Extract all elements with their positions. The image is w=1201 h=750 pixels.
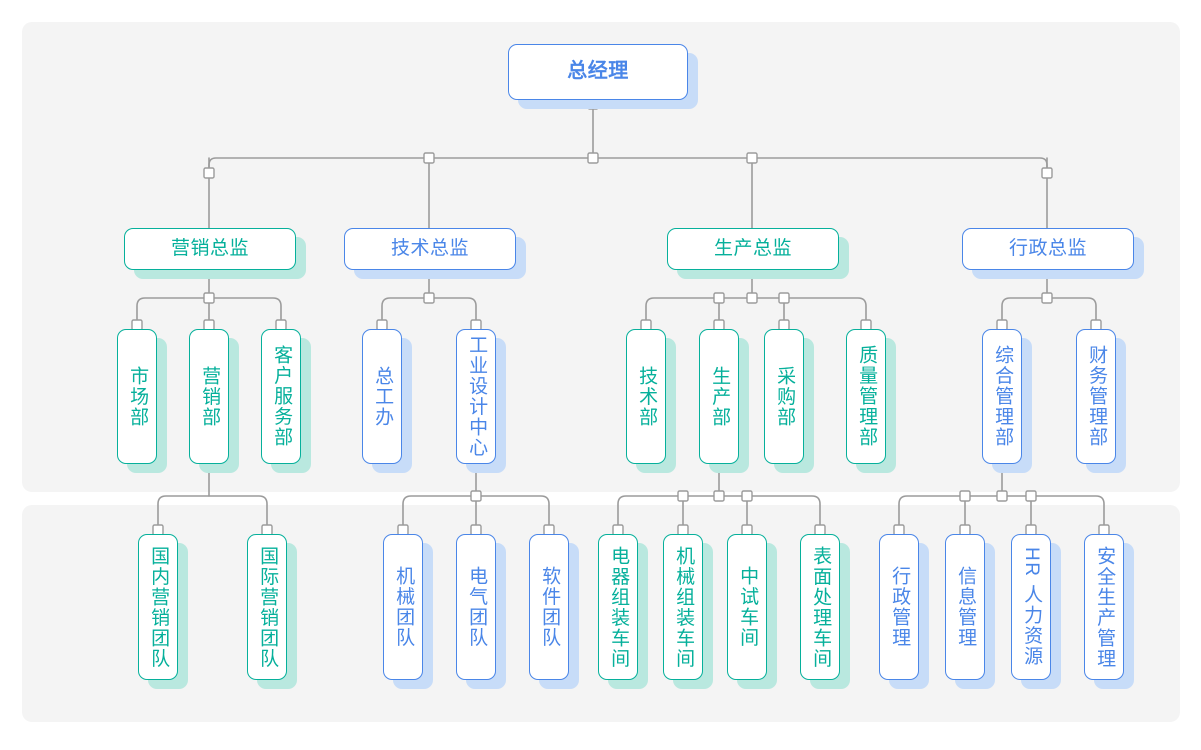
node-label: 客户服务部	[271, 345, 293, 448]
node-l2-production-director[interactable]: 生产总监	[667, 228, 839, 270]
node-label: 总经理	[567, 60, 629, 83]
node-l4-software-team[interactable]: 软件团队	[529, 534, 569, 680]
node-l3-production-dept[interactable]: 生产部	[699, 329, 739, 464]
node-label: 信息管理	[955, 566, 977, 648]
node-label: 行政总监	[1008, 237, 1087, 259]
node-label: 营销总监	[170, 237, 249, 259]
node-label: 技术总监	[390, 237, 469, 259]
node-l2-marketing-director[interactable]: 营销总监	[124, 228, 296, 270]
node-l4-human-resources[interactable]: HR 人力资源	[1011, 534, 1051, 680]
node-label: 技术部	[636, 365, 658, 428]
node-l3-quality-management-dept[interactable]: 质量管理部	[846, 329, 886, 464]
node-l3-sales-dept[interactable]: 营销部	[189, 329, 229, 464]
node-label: 工业设计中心	[466, 335, 488, 458]
node-l4-mechanical-team[interactable]: 机械团队	[383, 534, 423, 680]
node-label: 电气团队	[466, 566, 488, 648]
node-label: 采购部	[774, 365, 796, 428]
node-l4-mechanical-assembly-workshop[interactable]: 机械组装车间	[663, 534, 703, 680]
node-label: 生产总监	[713, 237, 792, 259]
node-l3-market-dept[interactable]: 市场部	[117, 329, 157, 464]
node-l4-surface-treatment-workshop[interactable]: 表面处理车间	[800, 534, 840, 680]
node-label: 行政管理	[889, 566, 911, 648]
node-l4-international-sales-team[interactable]: 国际营销团队	[247, 534, 287, 680]
node-l4-information-management[interactable]: 信息管理	[945, 534, 985, 680]
node-l3-general-management-dept[interactable]: 综合管理部	[982, 329, 1022, 464]
node-label: 国内营销团队	[148, 545, 170, 669]
node-l3-procurement-dept[interactable]: 采购部	[764, 329, 804, 464]
node-label: 国际营销团队	[257, 545, 279, 669]
node-l3-chief-engineer-office[interactable]: 总工办	[362, 329, 402, 464]
node-label: 生产部	[709, 365, 731, 428]
node-l4-domestic-sales-team[interactable]: 国内营销团队	[138, 534, 178, 680]
node-l3-finance-management-dept[interactable]: 财务管理部	[1076, 329, 1116, 464]
node-l2-technical-director[interactable]: 技术总监	[344, 228, 516, 270]
node-root-general-manager[interactable]: 总经理	[508, 44, 688, 100]
node-label: 软件团队	[539, 566, 561, 648]
node-l2-admin-director[interactable]: 行政总监	[962, 228, 1134, 270]
node-label: 综合管理部	[992, 345, 1014, 448]
node-label: 总工办	[372, 365, 394, 428]
node-label: HR 人力资源	[1021, 547, 1043, 667]
node-label: 机械团队	[393, 566, 415, 648]
node-l3-technology-dept[interactable]: 技术部	[626, 329, 666, 464]
node-l4-pilot-test-workshop[interactable]: 中试车间	[727, 534, 767, 680]
node-label: 安全生产管理	[1094, 545, 1116, 669]
node-label: 财务管理部	[1086, 345, 1108, 448]
node-l3-industrial-design-center[interactable]: 工业设计中心	[456, 329, 496, 464]
node-l4-administrative-management[interactable]: 行政管理	[879, 534, 919, 680]
node-label: 质量管理部	[856, 345, 878, 448]
node-label: 市场部	[127, 365, 149, 428]
node-label: 营销部	[199, 365, 221, 428]
node-label: 电器组装车间	[608, 545, 630, 669]
node-l4-electrical-assembly-workshop[interactable]: 电器组装车间	[598, 534, 638, 680]
node-l3-customer-service-dept[interactable]: 客户服务部	[261, 329, 301, 464]
node-label: 表面处理车间	[810, 545, 832, 669]
node-l4-safety-production-management[interactable]: 安全生产管理	[1084, 534, 1124, 680]
node-l4-electrical-team[interactable]: 电气团队	[456, 534, 496, 680]
node-label: 中试车间	[737, 566, 759, 648]
node-label: 机械组装车间	[673, 545, 695, 669]
